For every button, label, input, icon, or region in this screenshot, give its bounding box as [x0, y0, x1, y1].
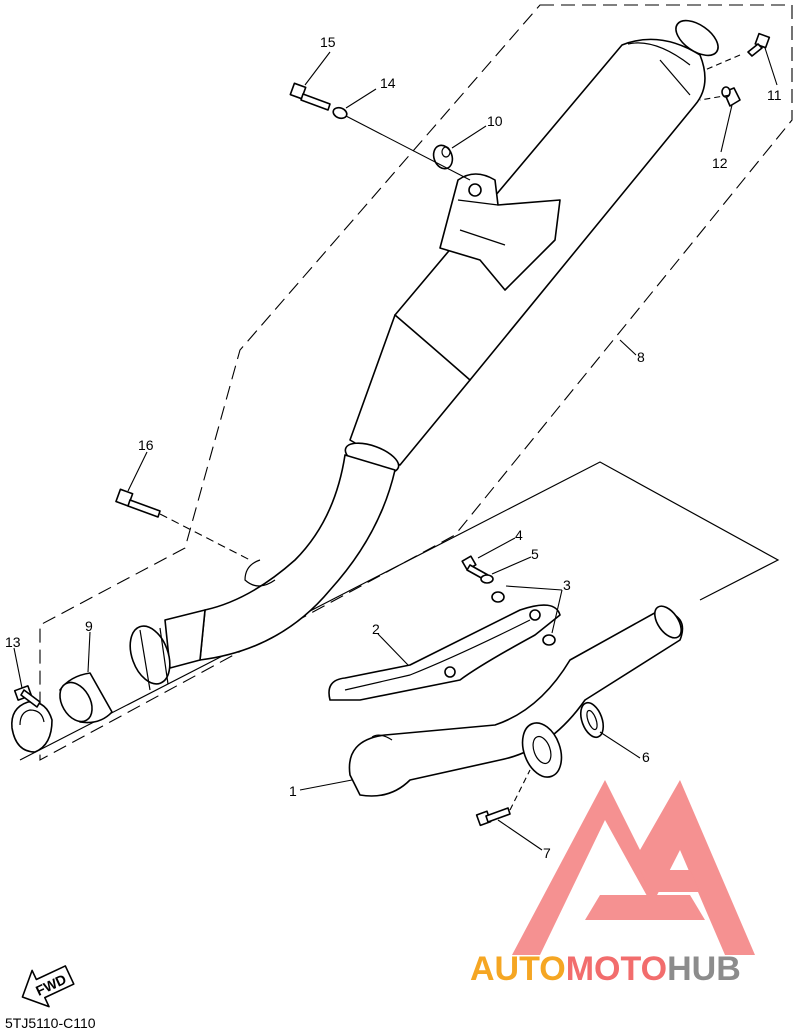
callout-8: 8 [637, 349, 645, 365]
callout-9: 9 [85, 618, 93, 634]
callout-5: 5 [531, 546, 539, 562]
automotohub-wordmark: AUTOMOTOHUB [470, 950, 741, 988]
bolt-15[interactable] [289, 82, 331, 111]
fwd-arrow-icon: FWD [21, 965, 75, 1008]
callout-16: 16 [138, 437, 154, 453]
callout-12: 12 [712, 155, 728, 171]
gasket-9[interactable] [53, 672, 113, 727]
bolt-11[interactable] [747, 32, 771, 57]
wordmark-auto: AUTO [470, 950, 566, 988]
damper-3b[interactable] [542, 634, 556, 646]
wordmark-hub: HUB [667, 950, 741, 988]
diagram-code: 5TJ5110-C110 [5, 1015, 96, 1031]
callout-7: 7 [543, 845, 551, 861]
nut-12[interactable] [721, 86, 741, 107]
callout-15: 15 [320, 34, 336, 50]
automotohub-logo [512, 780, 755, 955]
heat-protector[interactable] [328, 604, 561, 701]
callout-14: 14 [380, 75, 396, 91]
washer-14[interactable] [332, 106, 349, 120]
callout-3: 3 [563, 577, 571, 593]
exhaust-header-pipe[interactable] [348, 602, 686, 797]
muffler[interactable] [123, 14, 724, 691]
collar-10[interactable] [430, 143, 455, 172]
wordmark-moto: MOTO [566, 950, 667, 988]
callout-4: 4 [515, 527, 523, 543]
bolt-7[interactable] [475, 807, 511, 827]
callout-1: 1 [289, 783, 297, 799]
clamp-13[interactable] [11, 685, 53, 753]
muffler-assembly-boundary [39, 4, 793, 761]
callout-6: 6 [642, 749, 650, 765]
callout-13: 13 [5, 634, 21, 650]
bolt-16[interactable] [115, 488, 161, 518]
callout-2: 2 [372, 621, 380, 637]
washer-5[interactable] [480, 574, 494, 584]
callout-10: 10 [487, 113, 503, 129]
damper-3a[interactable] [491, 591, 505, 603]
callout-11: 11 [767, 87, 782, 103]
callout-leaders [13, 47, 778, 851]
gasket-6[interactable] [576, 700, 607, 741]
